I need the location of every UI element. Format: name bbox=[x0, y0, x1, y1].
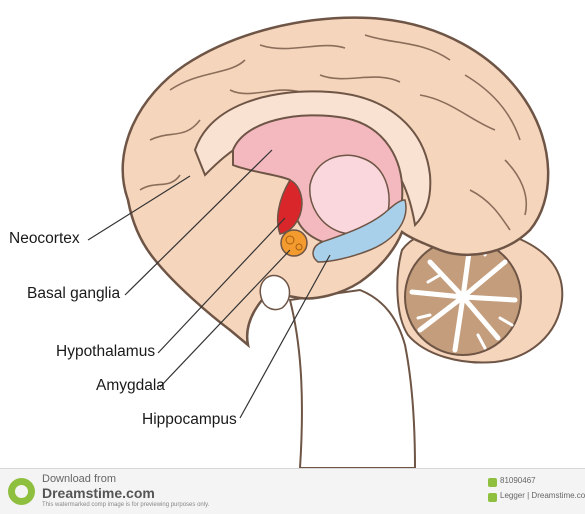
gyri bbox=[139, 34, 528, 231]
watermark-footer: Download from Dreamstime.com This waterm… bbox=[0, 468, 585, 514]
footer-credit: Legger | Dreamstime.com bbox=[500, 491, 585, 500]
dreamstime-logo-icon bbox=[8, 478, 35, 505]
footer-site: Dreamstime.com bbox=[42, 485, 155, 501]
id-icon bbox=[488, 478, 497, 487]
leader-basal-ganglia bbox=[124, 149, 273, 296]
brain-sagittal-diagram bbox=[87, 16, 564, 468]
hippocampus-shape bbox=[312, 199, 407, 263]
label-amygdala: Amygdala bbox=[96, 377, 165, 394]
leader-hypothalamus bbox=[157, 217, 286, 354]
amygdala-shape bbox=[280, 229, 308, 257]
footer-notice: This watermarked comp image is for previ… bbox=[42, 502, 210, 508]
label-neocortex: Neocortex bbox=[9, 230, 80, 247]
hypothalamus-shape bbox=[277, 179, 303, 235]
label-basal-ganglia: Basal ganglia bbox=[27, 285, 121, 302]
label-hippocampus: Hippocampus bbox=[142, 411, 237, 428]
footer-download-from: Download from bbox=[42, 473, 116, 485]
brainstem bbox=[288, 288, 417, 468]
leader-amygdala bbox=[159, 249, 291, 388]
leader-neocortex bbox=[87, 175, 191, 241]
footer-image-id: 81090467 bbox=[500, 476, 536, 485]
leader-hippocampus bbox=[239, 254, 331, 419]
user-icon bbox=[488, 493, 497, 502]
leader-lines bbox=[87, 149, 331, 419]
pituitary bbox=[259, 274, 291, 311]
label-hypothalamus: Hypothalamus bbox=[56, 343, 156, 360]
